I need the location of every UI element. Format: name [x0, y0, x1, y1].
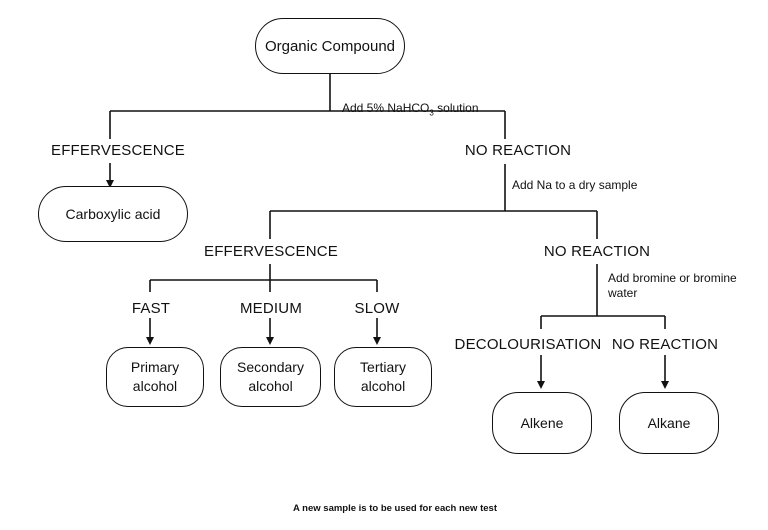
- step-bicarbonate-suffix: solution: [433, 101, 479, 115]
- node-tertiary-alcohol: Tertiary alcohol: [334, 347, 432, 407]
- node-primary-alcohol: Primary alcohol: [106, 347, 204, 407]
- step-sodium: Add Na to a dry sample: [512, 178, 638, 192]
- step-bicarbonate-subscript: 3: [429, 108, 434, 118]
- node-label: Carboxylic acid: [65, 205, 161, 222]
- label-decolourisation: DECOLOURISATION: [454, 336, 602, 353]
- node-label: Primary alcohol: [130, 359, 180, 394]
- node-alkene: Alkene: [492, 392, 592, 454]
- footnote: A new sample is to be used for each new …: [293, 503, 497, 514]
- label-no-reaction-3: NO REACTION: [611, 336, 719, 353]
- node-label: Alkane: [647, 414, 691, 431]
- node-label: Tertiary alcohol: [360, 359, 406, 394]
- node-label: Secondary alcohol: [237, 359, 304, 394]
- node-label: Alkene: [520, 414, 564, 431]
- node-carboxylic-acid: Carboxylic acid: [38, 186, 188, 242]
- label-slow: SLOW: [354, 300, 400, 317]
- step-bromine: Add bromine or bromine water: [608, 271, 737, 300]
- label-medium: MEDIUM: [239, 300, 303, 317]
- node-secondary-alcohol: Secondary alcohol: [220, 347, 321, 407]
- node-alkane: Alkane: [619, 392, 719, 454]
- step-bicarbonate: Add 5% NaHCO3 solution: [342, 86, 479, 120]
- label-fast: FAST: [131, 300, 171, 317]
- label-effervescence-1: EFFERVESCENCE: [50, 142, 186, 159]
- label-no-reaction-1: NO REACTION: [464, 142, 572, 159]
- node-organic-compound: Organic Compound: [255, 18, 405, 74]
- step-bicarbonate-prefix: Add 5% NaHCO: [342, 101, 430, 115]
- label-no-reaction-2: NO REACTION: [543, 243, 651, 260]
- label-effervescence-2: EFFERVESCENCE: [203, 243, 339, 260]
- node-label: Organic Compound: [264, 37, 396, 55]
